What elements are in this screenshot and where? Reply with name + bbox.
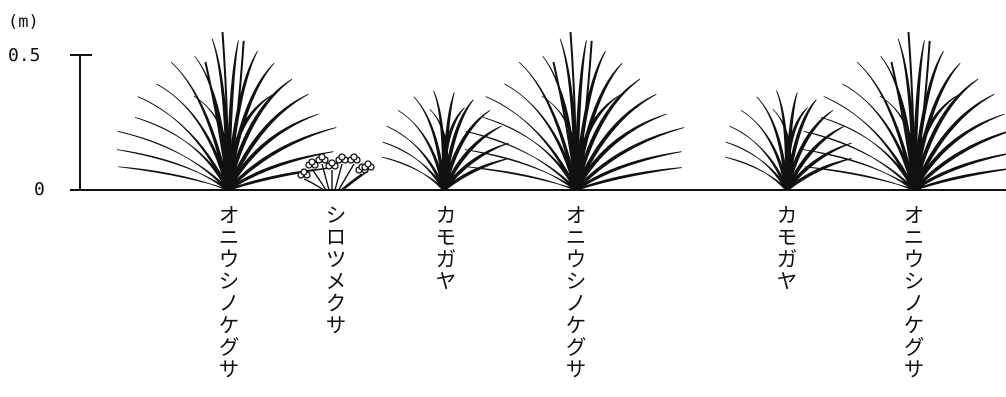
grass-stem (907, 32, 916, 191)
grass-blade (911, 93, 995, 191)
clover-leaflet (338, 153, 346, 161)
clover-stem (311, 168, 327, 191)
grass-blade (911, 78, 979, 191)
grass-blade (803, 149, 917, 191)
clover-illustration (297, 153, 375, 191)
grass-blade (397, 109, 446, 191)
clover-leaflet (364, 160, 372, 168)
grass-stem (204, 61, 229, 191)
grass-blade (911, 113, 1005, 191)
short-grass-illustration (382, 90, 509, 191)
scale-zero-label: 0 (34, 179, 45, 200)
plant-label-1: オニウシノケグサ (216, 204, 240, 380)
grass-stem (575, 40, 593, 191)
plants-layer (117, 32, 1006, 191)
grass-stem (227, 40, 245, 191)
grass-stem (221, 32, 230, 191)
grass-blade (574, 167, 682, 191)
clover-leaflet (328, 159, 336, 167)
grass-blade (465, 149, 579, 191)
grass-blade (573, 93, 657, 191)
grass-blade (804, 166, 916, 191)
grass-blade (413, 96, 446, 191)
grass-blade (573, 113, 667, 191)
grass-stem (913, 40, 931, 191)
clover-stem (334, 163, 343, 191)
tall-grass-illustration (117, 32, 337, 191)
grass-blade (803, 130, 917, 191)
scale-top-label: 0.5 (8, 45, 41, 66)
grass-blade (823, 96, 917, 191)
grass-blade (725, 141, 790, 191)
grass-blade (725, 156, 790, 191)
plant-label-4: オニウシノケグサ (563, 204, 587, 380)
grass-blade (784, 158, 852, 191)
grass-blade (856, 61, 917, 191)
plant-label-6: オニウシノケグサ (901, 204, 925, 380)
grass-blade (573, 78, 641, 191)
grass-blade (117, 149, 231, 191)
grass-blade (442, 107, 465, 191)
short-grass-illustration (725, 90, 852, 191)
clover-leaflet (350, 153, 358, 161)
grass-blade (912, 168, 1006, 191)
grass-blade (911, 131, 1006, 191)
clover-stem (342, 170, 369, 191)
grass-blade (756, 96, 789, 191)
grass-blade (573, 151, 682, 191)
clover-stem (340, 173, 363, 191)
grass-blade (225, 93, 309, 191)
clover-leaflet (318, 153, 326, 161)
grass-blade (466, 166, 578, 191)
grass-blade (225, 151, 334, 191)
clover-leaflet (300, 168, 308, 176)
clover-leaflet (308, 158, 316, 166)
grass-blade (785, 107, 808, 191)
grass-blade (911, 40, 925, 191)
grass-blade (225, 40, 239, 191)
tall-grass-illustration (465, 32, 685, 191)
grass-blade (485, 96, 579, 191)
grass-blade (382, 156, 447, 191)
grass-blade (729, 125, 790, 191)
grass-blade (137, 96, 231, 191)
grass-blade (911, 153, 1006, 191)
grass-stem (569, 32, 578, 191)
plant-label-5: カモガヤ (774, 204, 798, 292)
grass-blade (170, 61, 231, 191)
grass-blade (117, 130, 231, 191)
plant-label-3: カモガヤ (433, 204, 457, 292)
grass-blade (465, 130, 579, 191)
grass-stem (890, 61, 915, 191)
grass-blade (382, 141, 447, 191)
grass-blade (225, 78, 293, 191)
grass-blade (225, 113, 319, 191)
tall-grass-illustration (803, 32, 1006, 191)
clover-stem (321, 163, 330, 191)
grass-blade (740, 109, 789, 191)
grass-blade (573, 40, 587, 191)
grass-blade (225, 127, 337, 191)
plant-label-2: シロツメクサ (323, 204, 347, 336)
grass-blade (118, 166, 230, 191)
grass-blade (573, 127, 685, 191)
scale-unit: (m) (8, 12, 39, 32)
grass-stem (552, 61, 577, 191)
grass-blade (386, 125, 447, 191)
clover-stem (337, 163, 355, 191)
clover-stem (303, 178, 324, 191)
grass-blade (518, 61, 579, 191)
